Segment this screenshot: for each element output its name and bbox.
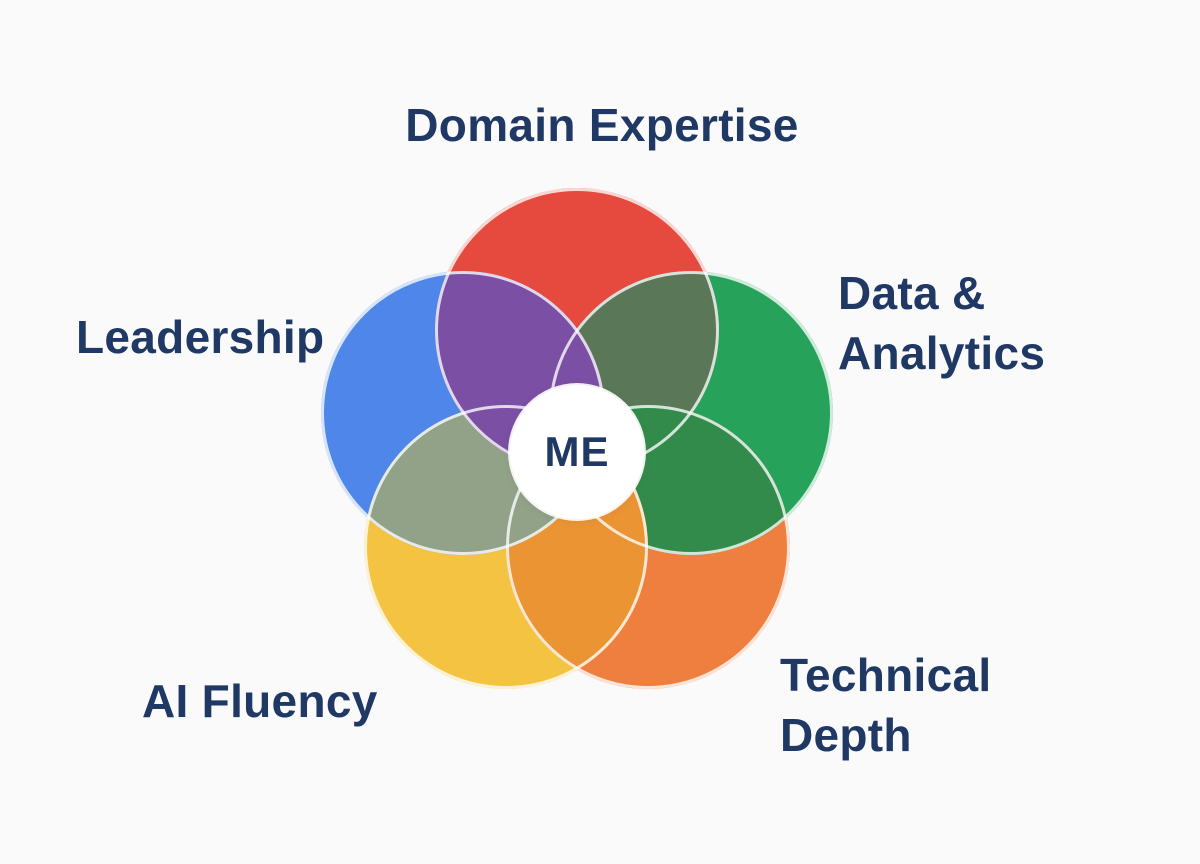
center-circle: ME — [510, 385, 644, 519]
label-technical-depth: Technical Depth — [780, 649, 992, 761]
label-data-analytics: Data & Analytics — [838, 267, 1046, 379]
label-leadership: Leadership — [76, 311, 325, 363]
center-label: ME — [544, 428, 610, 475]
label-ai-fluency: AI Fluency — [142, 675, 378, 727]
label-domain-expertise: Domain Expertise — [405, 99, 799, 151]
